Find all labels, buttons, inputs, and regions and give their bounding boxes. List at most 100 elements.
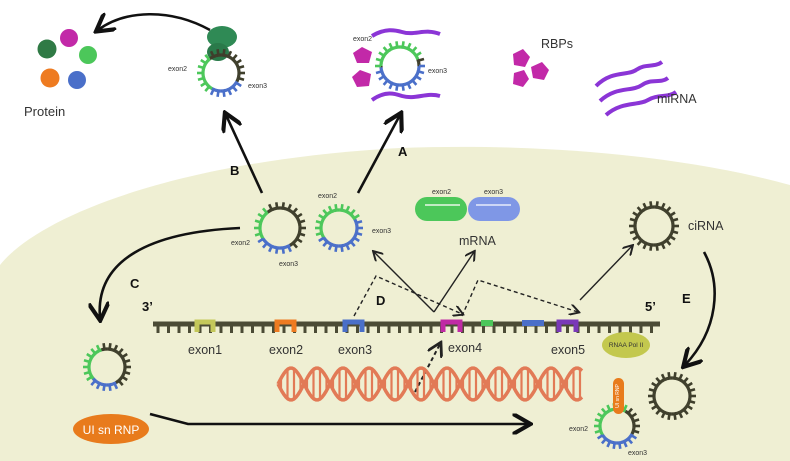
- ring-spoke: [388, 82, 394, 90]
- ring-segment: [208, 56, 212, 61]
- strand-3prime: 3’: [142, 299, 153, 314]
- ring-segment: [666, 237, 670, 241]
- mirna-icon: [594, 60, 678, 117]
- ring-spoke: [612, 442, 616, 449]
- exon1-label: exon1: [188, 343, 222, 357]
- ui-sn-rnp-tag: [613, 378, 624, 414]
- ring-segment: [388, 80, 392, 84]
- ring-segment: [656, 382, 661, 386]
- ring-segment: [323, 214, 328, 218]
- ring-spoke: [298, 232, 306, 237]
- ring-spoke: [669, 211, 676, 217]
- ring-segment: [683, 382, 688, 386]
- ring-segment: [667, 212, 671, 216]
- ring-segment: [663, 239, 667, 244]
- ring-spoke: [237, 64, 245, 70]
- ring-spoke: [83, 358, 91, 364]
- ring-spoke: [281, 202, 285, 209]
- ring-segment: [326, 211, 330, 216]
- ring-spoke: [395, 84, 399, 91]
- ring-segment: [118, 353, 123, 357]
- eicirna-ring: [254, 202, 306, 254]
- ui-sn-rnp-tag-label: UI sn RNP: [615, 384, 621, 408]
- ring-segment: [118, 377, 123, 381]
- ring-spoke: [682, 377, 689, 384]
- ring-segment: [320, 219, 325, 223]
- ring-spoke: [671, 230, 679, 235]
- ring-segment: [262, 213, 267, 218]
- ring-spoke: [113, 382, 119, 390]
- ring-segment: [413, 76, 417, 80]
- ring-segment: [205, 59, 210, 63]
- ring-spoke: [678, 411, 684, 419]
- arrow-to-right: [149, 412, 528, 424]
- ring-spoke: [287, 245, 292, 253]
- ring-segment: [348, 240, 352, 245]
- arrow-to-mrna: [433, 252, 474, 313]
- ring-segment: [601, 413, 606, 417]
- ring-spoke: [117, 379, 124, 386]
- ring-spoke: [334, 204, 338, 211]
- ring-segment: [267, 209, 271, 213]
- ring-spoke: [665, 239, 672, 246]
- ring-spoke: [600, 437, 607, 445]
- ring-segment: [686, 386, 690, 390]
- ring-spoke: [651, 381, 658, 388]
- ring-segment: [659, 379, 663, 384]
- ring-segment: [89, 357, 93, 361]
- ring-segment: [653, 401, 658, 404]
- exon3-label-bottom-right: exon3: [628, 450, 647, 457]
- ring-segment: [351, 215, 355, 219]
- ring-spoke: [673, 413, 677, 420]
- ring-spoke: [108, 343, 112, 350]
- ring-spoke: [237, 76, 245, 82]
- ring-spoke: [275, 247, 279, 254]
- ring-segment: [681, 408, 685, 413]
- ring-spoke: [287, 203, 292, 211]
- ring-spoke: [102, 384, 106, 391]
- ring-spoke: [642, 202, 648, 210]
- ring-spoke: [117, 348, 124, 355]
- ring-spoke: [315, 231, 323, 237]
- ring-segment: [680, 379, 684, 383]
- pathway-d-label: D: [376, 293, 385, 308]
- ring-spoke: [686, 404, 693, 411]
- ring-segment: [121, 372, 126, 376]
- ring-spoke: [415, 51, 422, 57]
- ring-spoke: [315, 219, 323, 225]
- ring-spoke: [197, 76, 205, 82]
- ring-spoke: [649, 244, 653, 251]
- dna-backbone: [276, 366, 584, 402]
- ring-spoke: [254, 232, 262, 237]
- exon2-label-mid: exon2: [318, 193, 337, 200]
- ring-segment: [600, 417, 604, 420]
- ring-spoke: [90, 348, 97, 355]
- ring-spoke: [636, 206, 643, 213]
- ring-segment: [320, 233, 325, 236]
- ring-segment: [660, 409, 664, 413]
- ring-segment: [266, 209, 270, 214]
- ring-spoke: [318, 236, 325, 243]
- ring-spoke: [596, 434, 604, 440]
- ring-segment: [296, 217, 300, 221]
- ring-segment: [656, 405, 660, 409]
- ring-segment: [634, 217, 639, 221]
- ring-segment: [233, 82, 237, 86]
- ring-segment: [232, 59, 237, 63]
- ring-spoke: [340, 204, 344, 211]
- ring-spoke: [655, 244, 659, 251]
- ring-spoke: [227, 50, 233, 58]
- ring-segment: [263, 212, 267, 217]
- ring-spoke: [204, 85, 211, 92]
- ring-spoke: [660, 373, 666, 381]
- ring-segment: [669, 217, 674, 221]
- exon2-label-mid-left: exon2: [231, 240, 250, 247]
- ring-segment: [412, 51, 416, 55]
- ring-spoke: [660, 411, 666, 419]
- ring-spoke: [121, 352, 128, 359]
- ring-segment: [290, 242, 294, 247]
- ring-segment: [415, 71, 420, 75]
- ring-spoke: [375, 70, 383, 75]
- ring-spoke: [292, 242, 299, 249]
